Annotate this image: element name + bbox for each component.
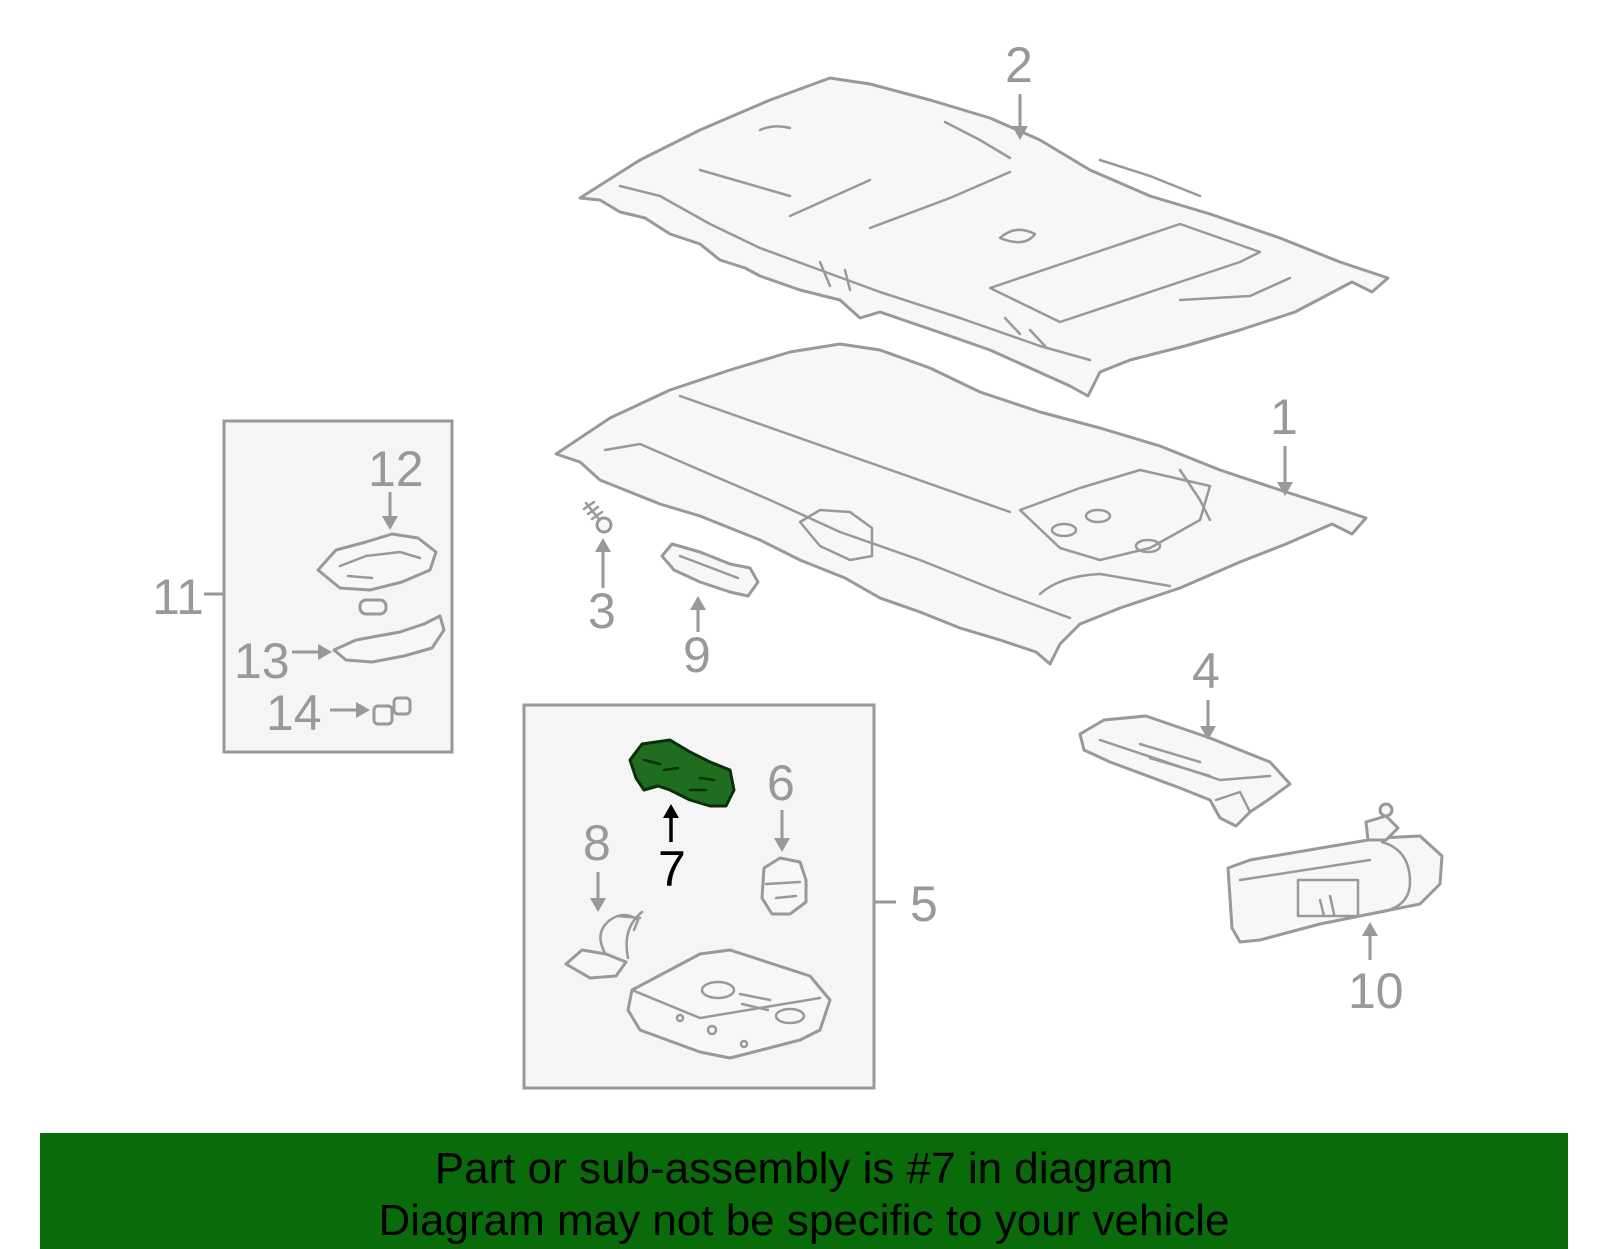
leader-3 [595, 538, 611, 588]
callout-1: 1 [1270, 389, 1298, 445]
callout-11: 11 [152, 569, 204, 625]
leader-9 [690, 596, 706, 632]
part-9-grab-handle [660, 542, 760, 598]
leader-14 [330, 702, 370, 718]
part-8-wire-harness [564, 910, 644, 980]
part-dome-lamp [626, 948, 832, 1060]
callout-3: 3 [588, 583, 616, 639]
leader-10 [1362, 922, 1378, 960]
part-12-lamp-housing [316, 532, 438, 592]
leader-6 [774, 810, 790, 852]
callout-4: 4 [1192, 643, 1220, 699]
part-6-connector [760, 856, 808, 916]
banner-line-1: Part or sub-assembly is #7 in diagram [434, 1144, 1174, 1193]
info-banner: Part or sub-assembly is #7 in diagram Di… [40, 1133, 1568, 1249]
part-2-headliner-upper [578, 76, 1390, 398]
callout-2: 2 [1005, 37, 1033, 93]
callout-9: 9 [683, 627, 711, 683]
part-14-bulb [372, 696, 412, 726]
callout-7: 7 [658, 841, 686, 897]
leader-13 [292, 644, 332, 660]
leader-8 [590, 872, 606, 912]
part-7-bracket-highlighted [628, 738, 736, 808]
part-10-sun-visor [1226, 802, 1444, 944]
callout-5: 5 [910, 876, 938, 932]
part-4-console [1078, 714, 1292, 828]
leader-4 [1200, 700, 1216, 740]
leader-1 [1277, 446, 1293, 496]
callout-12: 12 [368, 441, 424, 497]
part-bulb [358, 598, 388, 616]
callout-8: 8 [583, 815, 611, 871]
part-1-headliner-lower [554, 342, 1368, 666]
leader-7 [663, 804, 679, 842]
callout-13: 13 [234, 633, 290, 689]
callout-6: 6 [767, 755, 795, 811]
callout-10: 10 [1348, 963, 1404, 1019]
callout-14: 14 [266, 685, 322, 741]
leader-2 [1012, 94, 1028, 140]
part-13-lens [332, 614, 446, 664]
leader-12 [382, 492, 398, 530]
banner-line-2: Diagram may not be specific to your vehi… [378, 1196, 1230, 1245]
part-3-screw [582, 500, 613, 534]
